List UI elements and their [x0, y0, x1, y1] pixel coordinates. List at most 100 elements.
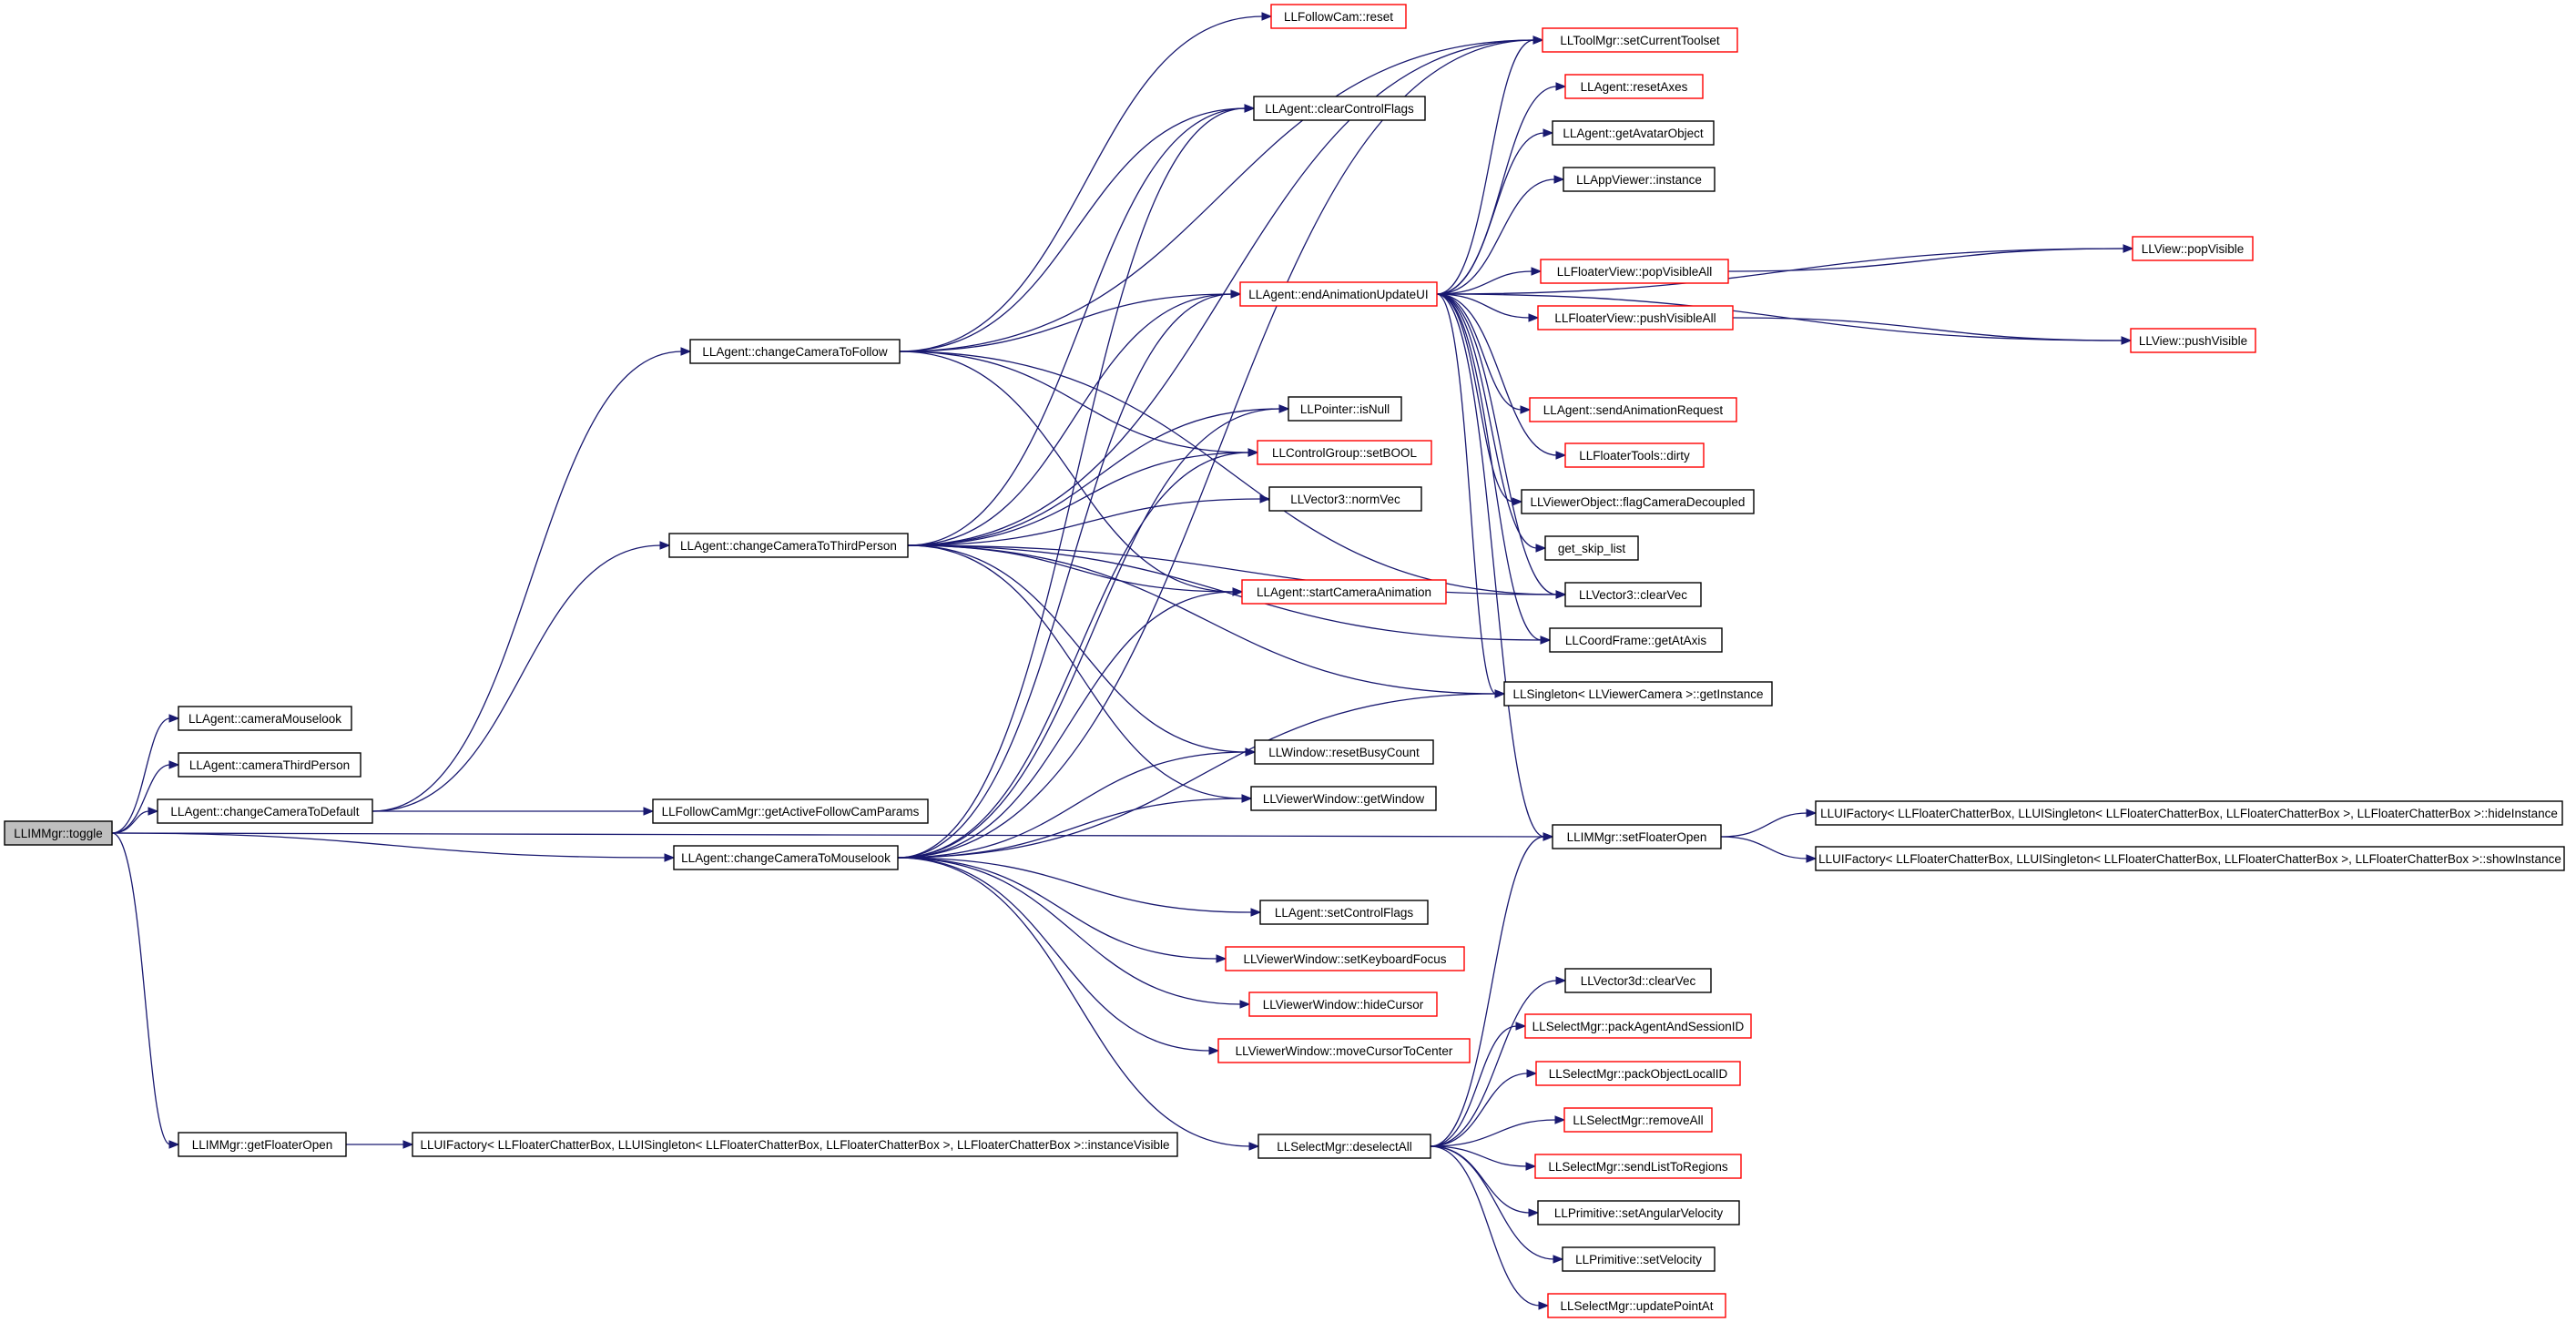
node-get-at-axis[interactable]: LLCoordFrame::getAtAxis	[1549, 627, 1723, 653]
node-label: LLAgent::startCameraAnimation	[1257, 585, 1431, 599]
call-edge	[1436, 86, 1558, 295]
node-push-visible[interactable]: LLView::pushVisible	[2130, 328, 2256, 353]
node-label: LLAgent::cameraThirdPerson	[189, 758, 350, 772]
call-edge	[1436, 293, 1514, 503]
arrowhead	[1232, 587, 1244, 596]
node-get-floater-open[interactable]: LLIMMgr::getFloaterOpen	[178, 1132, 347, 1157]
node-camera-third-person[interactable]: LLAgent::cameraThirdPerson	[178, 752, 361, 778]
node-box	[1537, 1200, 1740, 1225]
node-box	[1537, 305, 1734, 330]
arrowhead	[1525, 1162, 1537, 1171]
node-change-camera-to-mouselook[interactable]: LLAgent::changeCameraToMouselook	[673, 845, 899, 870]
node-hide-instance[interactable]: LLUIFactory< LLFloaterChatterBox, LLUISi…	[1815, 800, 2563, 826]
call-edge	[1430, 1025, 1518, 1147]
node-label: LLFollowCamMgr::getActiveFollowCamParams	[662, 805, 920, 819]
node-move-cursor-to-center[interactable]: LLViewerWindow::moveCursorToCenter	[1217, 1038, 1471, 1063]
node-push-visible-all[interactable]: LLFloaterView::pushVisibleAll	[1537, 305, 1734, 330]
node-pack-object-local-i-d[interactable]: LLSelectMgr::packObjectLocalID	[1535, 1061, 1741, 1086]
node-pack-agent-and-session-i-d[interactable]: LLSelectMgr::packAgentAndSessionID	[1524, 1013, 1752, 1039]
arrowhead	[1261, 12, 1273, 21]
call-edge	[1436, 39, 1535, 295]
node-label: LLUIFactory< LLFloaterChatterBox, LLUISi…	[1818, 852, 2561, 866]
node-box	[1564, 582, 1702, 607]
arrowhead	[1515, 1022, 1527, 1031]
node-hide-cursor[interactable]: LLViewerWindow::hideCursor	[1248, 992, 1438, 1017]
node-label: LLUIFactory< LLFloaterChatterBox, LLUISi…	[421, 1138, 1170, 1152]
node-reset-busy-count[interactable]: LLWindow::resetBusyCount	[1254, 739, 1434, 765]
call-edge	[372, 544, 662, 812]
node-deselect-all[interactable]: LLSelectMgr::deselectAll	[1257, 1134, 1431, 1159]
node-end-animation-update-u-i[interactable]: LLAgent::endAnimationUpdateUI	[1239, 281, 1438, 307]
call-edge	[899, 351, 1558, 595]
node-get-avatar-object[interactable]: LLAgent::getAvatarObject	[1552, 120, 1715, 146]
node-send-list-to-regions[interactable]: LLSelectMgr::sendListToRegions	[1534, 1154, 1742, 1179]
call-edge	[1436, 293, 1497, 695]
node-label: LLViewerWindow::hideCursor	[1263, 998, 1424, 1012]
node-set-control-flags[interactable]: LLAgent::setControlFlags	[1259, 900, 1429, 925]
arrowhead	[1241, 794, 1253, 803]
node-set-keyboard-focus[interactable]: LLViewerWindow::setKeyboardFocus	[1225, 946, 1465, 971]
node-flag-camera-decoupled[interactable]: LLViewerObject::flagCameraDecoupled	[1521, 489, 1755, 514]
node-update-point-at[interactable]: LLSelectMgr::updatePointAt	[1547, 1293, 1726, 1318]
node-change-camera-to-default[interactable]: LLAgent::changeCameraToDefault	[157, 798, 373, 824]
call-edge	[1430, 836, 1545, 1147]
arrowhead	[1528, 313, 1540, 322]
node-box	[1257, 1134, 1431, 1159]
node-box	[1564, 968, 1712, 993]
node-toggle[interactable]: LLIMMgr::toggle	[4, 820, 113, 846]
node-pop-visible[interactable]: LLView::popVisible	[2132, 236, 2254, 261]
node-change-camera-to-follow[interactable]: LLAgent::changeCameraToFollow	[689, 339, 901, 364]
node-show-instance[interactable]: LLUIFactory< LLFloaterChatterBox, LLUISi…	[1815, 846, 2565, 871]
call-edge	[1436, 293, 1543, 641]
call-edge	[111, 810, 150, 834]
node-floater-tools-dirty[interactable]: LLFloaterTools::dirty	[1564, 442, 1705, 468]
node-change-camera-to-third-person[interactable]: LLAgent::changeCameraToThirdPerson	[668, 533, 909, 558]
node-send-animation-request[interactable]: LLAgent::sendAnimationRequest	[1529, 397, 1737, 422]
node-set-floater-open[interactable]: LLIMMgr::setFloaterOpen	[1552, 824, 1722, 849]
call-edge	[907, 544, 1247, 753]
node-set-current-toolset[interactable]: LLToolMgr::setCurrentToolset	[1542, 27, 1738, 53]
node-get-active-follow-cam-params[interactable]: LLFollowCamMgr::getActiveFollowCamParams	[652, 798, 929, 824]
node-box	[178, 1132, 347, 1157]
node-set-b-o-o-l[interactable]: LLControlGroup::setBOOL	[1257, 440, 1432, 465]
node-pop-visible-all[interactable]: LLFloaterView::popVisibleAll	[1540, 259, 1729, 284]
node-instance-visible[interactable]: LLUIFactory< LLFloaterChatterBox, LLUISi…	[412, 1132, 1178, 1157]
node-get-skip-list[interactable]: get_skip_list	[1544, 535, 1639, 561]
node-get-window[interactable]: LLViewerWindow::getWindow	[1250, 786, 1437, 811]
node-box	[1563, 167, 1716, 192]
arrowhead	[1278, 404, 1290, 413]
node-label: LLControlGroup::setBOOL	[1272, 446, 1418, 460]
arrowhead	[1208, 1046, 1220, 1055]
node-box	[1529, 397, 1737, 422]
node-clear-control-flags[interactable]: LLAgent::clearControlFlags	[1253, 96, 1426, 121]
node-set-angular-velocity[interactable]: LLPrimitive::setAngularVelocity	[1537, 1200, 1740, 1225]
node-start-camera-animation[interactable]: LLAgent::startCameraAnimation	[1241, 579, 1447, 605]
node-remove-all[interactable]: LLSelectMgr::removeAll	[1563, 1107, 1713, 1133]
node-box	[2132, 236, 2254, 261]
node-vector3-clear-vec[interactable]: LLVector3::clearVec	[1564, 582, 1702, 607]
node-follow-cam-reset[interactable]: LLFollowCam::reset	[1270, 4, 1407, 29]
node-label: LLSelectMgr::packAgentAndSessionID	[1532, 1020, 1745, 1033]
call-edge	[897, 408, 1281, 859]
node-app-viewer-instance[interactable]: LLAppViewer::instance	[1563, 167, 1716, 192]
node-norm-vec[interactable]: LLVector3::normVec	[1268, 486, 1422, 512]
arrowhead	[1239, 1000, 1251, 1009]
arrowhead	[1248, 1142, 1260, 1151]
arrowhead	[1535, 544, 1547, 553]
call-edge	[1732, 317, 2123, 341]
node-set-velocity[interactable]: LLPrimitive::setVelocity	[1562, 1246, 1716, 1272]
arrowhead	[659, 541, 671, 550]
arrowhead	[1806, 808, 1817, 818]
call-edge	[111, 764, 171, 834]
node-label: LLViewerWindow::setKeyboardFocus	[1243, 952, 1446, 966]
node-label: LLFloaterView::popVisibleAll	[1557, 265, 1713, 279]
node-box	[1225, 946, 1465, 971]
node-is-null[interactable]: LLPointer::isNull	[1288, 396, 1402, 422]
call-edge	[897, 293, 1233, 859]
arrowhead	[1259, 494, 1271, 503]
node-get-instance[interactable]: LLSingleton< LLViewerCamera >::getInstan…	[1503, 681, 1773, 707]
node-reset-axes[interactable]: LLAgent::resetAxes	[1564, 74, 1704, 99]
arrowhead	[1512, 497, 1523, 506]
node-camera-mouselook[interactable]: LLAgent::cameraMouselook	[178, 706, 352, 731]
node-vector3d-clear-vec[interactable]: LLVector3d::clearVec	[1564, 968, 1712, 993]
